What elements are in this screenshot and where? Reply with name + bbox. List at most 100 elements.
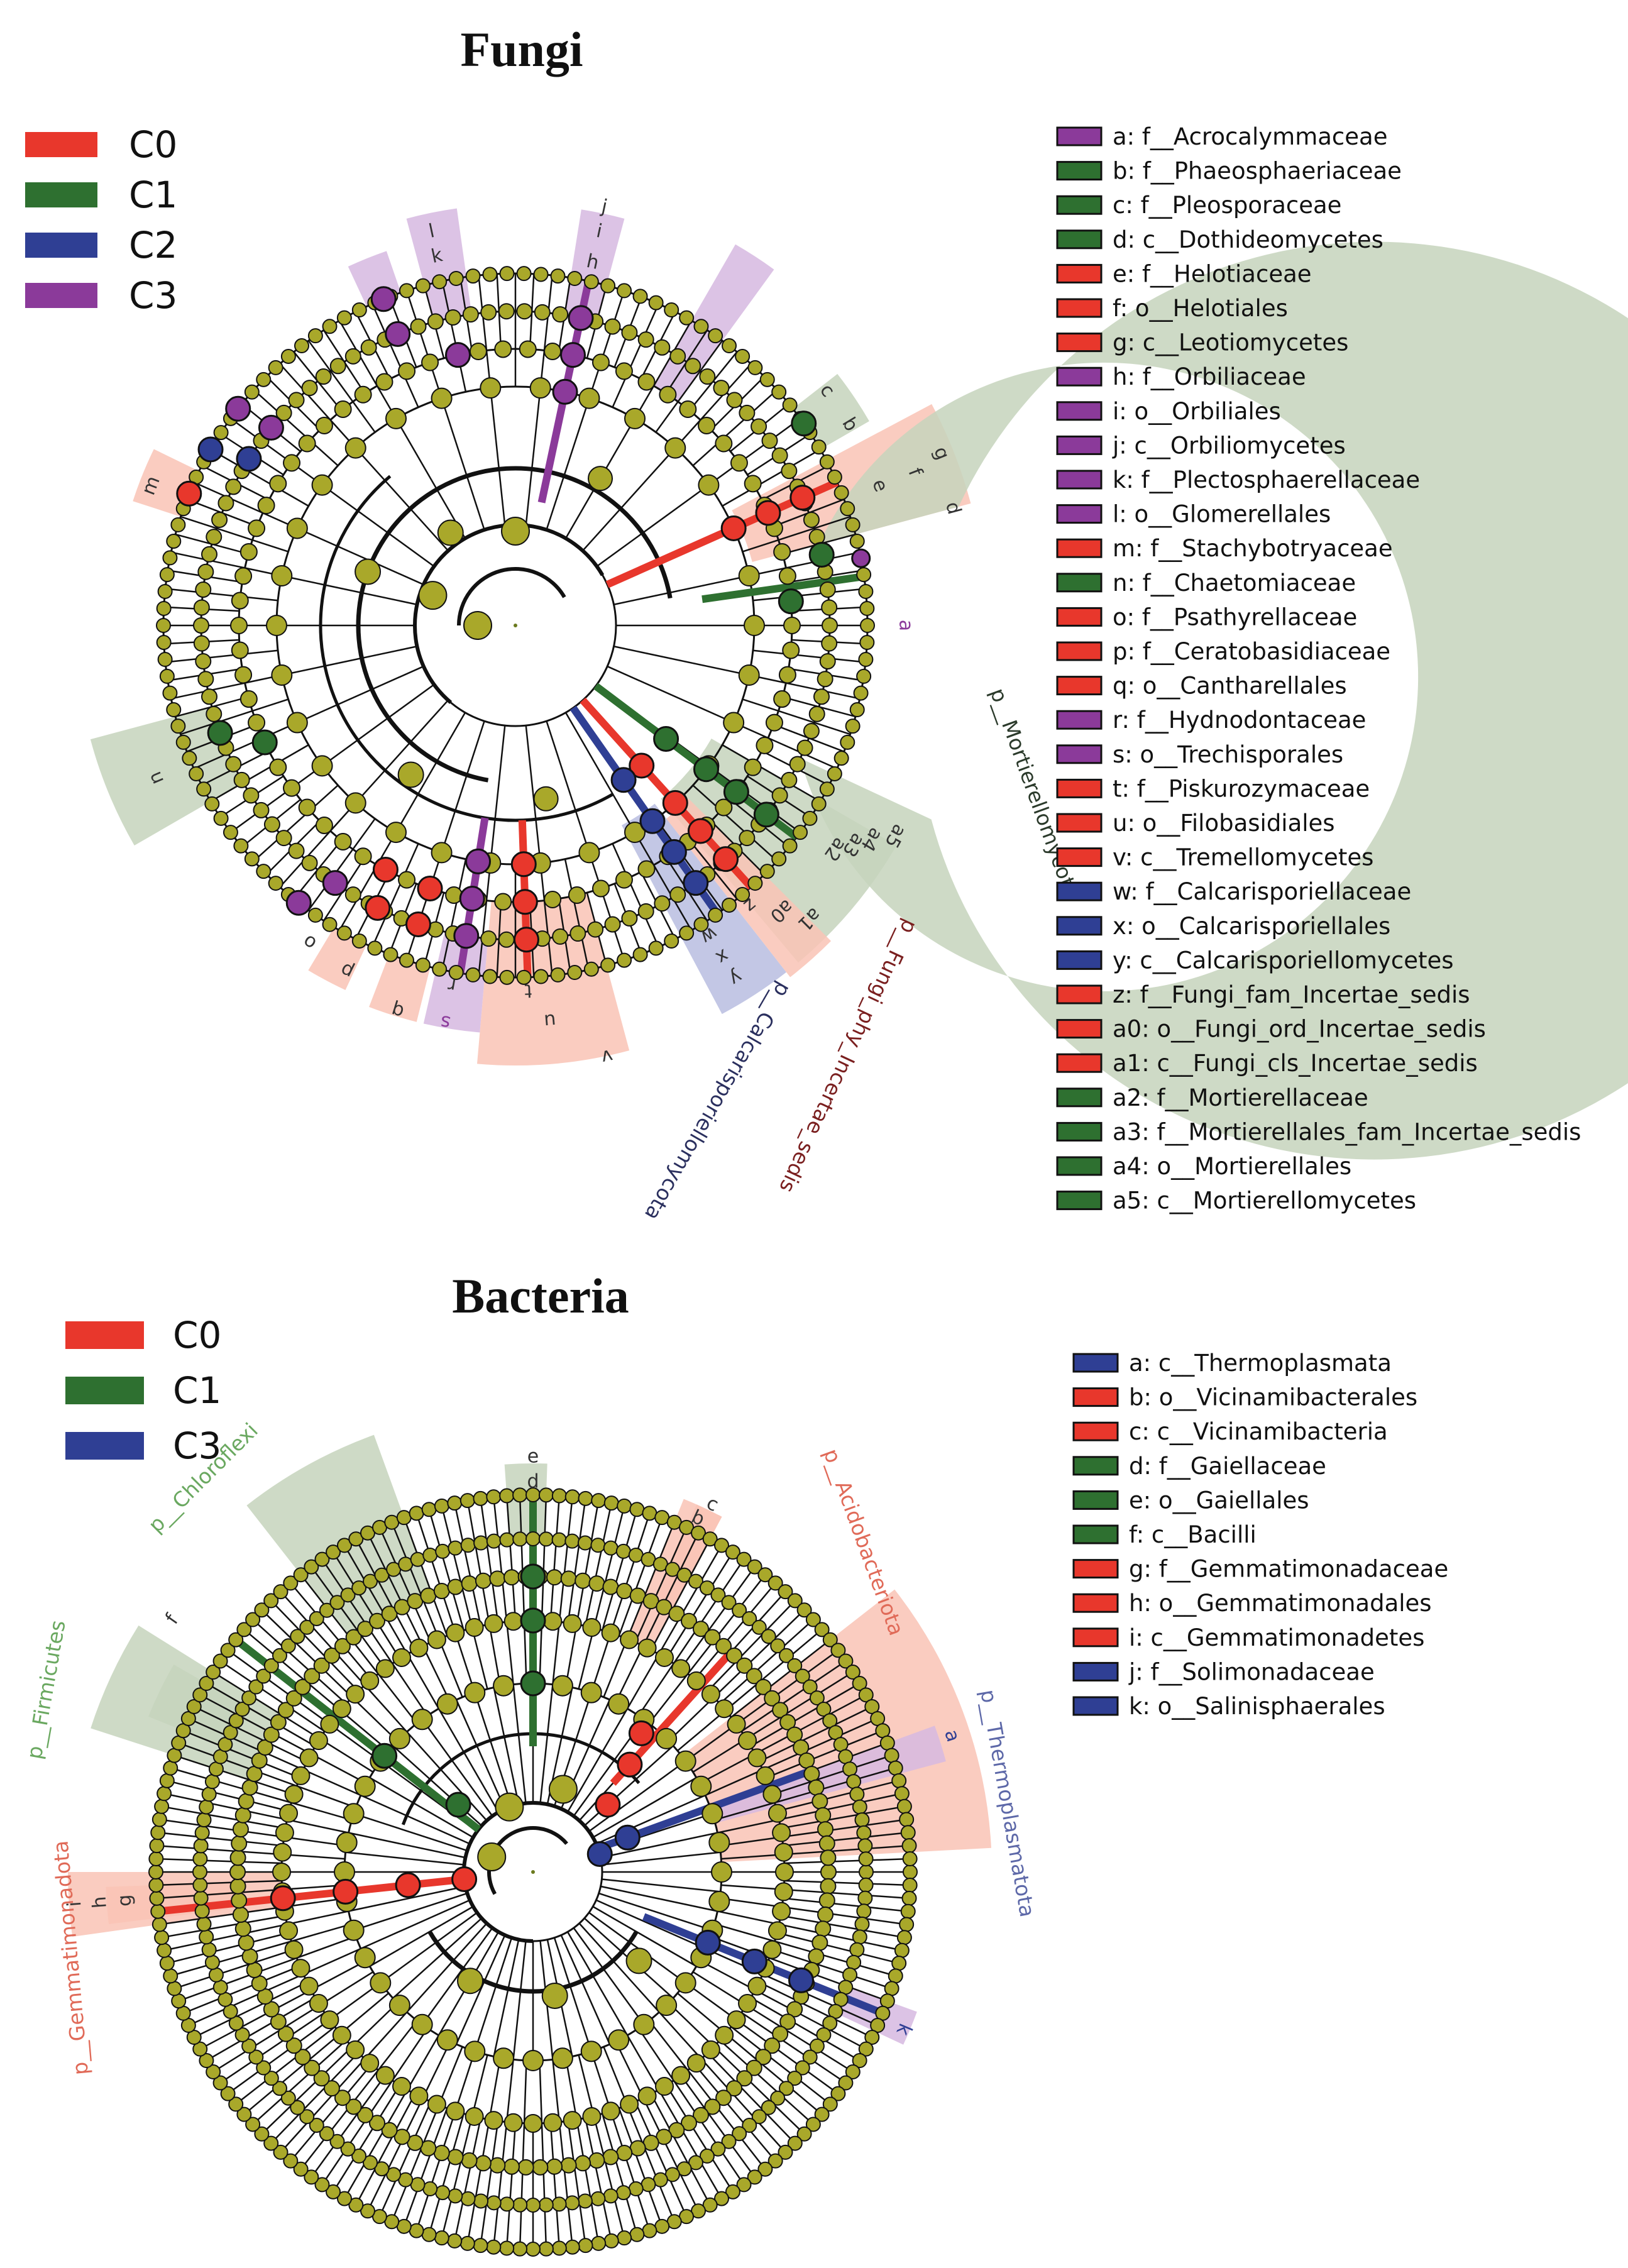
highlight-node-10	[808, 542, 835, 568]
spoke	[564, 2057, 578, 2120]
node	[617, 1498, 632, 1514]
spoke	[553, 1937, 592, 2052]
spoke	[322, 329, 345, 363]
node	[637, 373, 656, 391]
node	[715, 2025, 734, 2045]
node	[475, 1572, 492, 1589]
spoke	[573, 1927, 645, 2025]
highlight-node-29	[453, 923, 480, 949]
node	[821, 635, 838, 652]
highlight-node-33	[372, 856, 399, 883]
spoke	[592, 1776, 697, 1839]
node	[860, 618, 875, 633]
node	[270, 1714, 287, 1731]
node	[263, 816, 280, 833]
node	[803, 723, 820, 740]
node	[546, 2158, 563, 2175]
legend-label-c1: C1	[173, 1369, 221, 1412]
spoke	[512, 1684, 527, 1803]
node	[236, 2106, 252, 2122]
key-swatch-b	[1056, 161, 1103, 181]
node	[245, 1612, 261, 1627]
node	[654, 895, 671, 912]
node	[693, 917, 709, 932]
node	[512, 1531, 528, 1547]
node	[285, 1690, 302, 1707]
node	[900, 1903, 916, 1919]
node	[538, 1487, 554, 1503]
node	[447, 2149, 464, 2166]
node	[747, 876, 763, 891]
node	[564, 1533, 580, 1549]
node	[498, 303, 515, 320]
node	[329, 358, 346, 375]
node	[277, 1702, 294, 1719]
node	[234, 666, 253, 684]
spoke	[808, 737, 845, 752]
node	[150, 1825, 166, 1841]
spoke	[637, 1663, 674, 1716]
node	[304, 2059, 321, 2076]
node	[787, 2135, 803, 2151]
node	[399, 283, 414, 299]
key-label-c: c: f__Pleosporaceae	[1113, 192, 1341, 219]
node	[617, 283, 632, 299]
node	[616, 1583, 633, 1600]
inner-node-2	[501, 517, 530, 546]
spoke	[552, 1622, 561, 1685]
node	[747, 1559, 762, 1575]
spoke	[714, 1923, 775, 1942]
spoke	[671, 2132, 690, 2167]
node	[852, 1676, 867, 1691]
spoke	[296, 1785, 356, 1808]
clade-letter-i: i	[63, 1901, 85, 1908]
key-label-e: e: o__Gaiellales	[1129, 1487, 1309, 1514]
spoke	[471, 1627, 488, 1690]
node	[233, 771, 250, 788]
node	[323, 1647, 340, 1664]
node	[732, 2126, 747, 2142]
spoke	[546, 720, 590, 853]
leaf-spokes	[163, 273, 867, 977]
node	[519, 340, 537, 358]
node	[621, 324, 638, 341]
spoke	[360, 1794, 471, 1845]
node	[690, 1775, 712, 1797]
key-label-h: h: f__Orbiliaceae	[1113, 363, 1306, 390]
key-swatch-r	[1056, 710, 1103, 730]
node	[344, 348, 361, 365]
spoke	[380, 1912, 478, 1984]
node	[648, 940, 664, 956]
node	[782, 838, 798, 854]
spoke	[319, 1737, 374, 1773]
node	[459, 1493, 475, 1509]
node	[381, 2122, 398, 2139]
node	[154, 1798, 170, 1814]
highlight-node-15	[753, 801, 779, 828]
spoke	[351, 2002, 399, 2047]
key-label-a3: a3: f__Mortierellales_fam_Incertae_sedis	[1113, 1118, 1581, 1145]
node	[793, 825, 808, 840]
node	[448, 965, 464, 981]
spoke	[304, 391, 331, 421]
node	[243, 787, 260, 804]
key-label-a: a: c__Thermoplasmata	[1129, 1350, 1392, 1377]
spoke	[652, 353, 674, 387]
node	[538, 2241, 554, 2257]
node	[838, 2075, 854, 2091]
node	[256, 372, 272, 387]
clade-shade-4	[406, 208, 472, 322]
key-swatch-v	[1056, 847, 1103, 867]
node	[552, 306, 569, 323]
node	[293, 2161, 309, 2177]
spoke	[338, 320, 360, 354]
node	[896, 1798, 912, 1814]
node	[304, 2169, 319, 2185]
spoke	[677, 1709, 727, 1752]
node	[808, 1779, 825, 1796]
node	[811, 1934, 828, 1951]
spoke	[657, 2089, 682, 2128]
clade-letter-e: e	[527, 1446, 539, 1468]
spoke	[490, 725, 506, 864]
